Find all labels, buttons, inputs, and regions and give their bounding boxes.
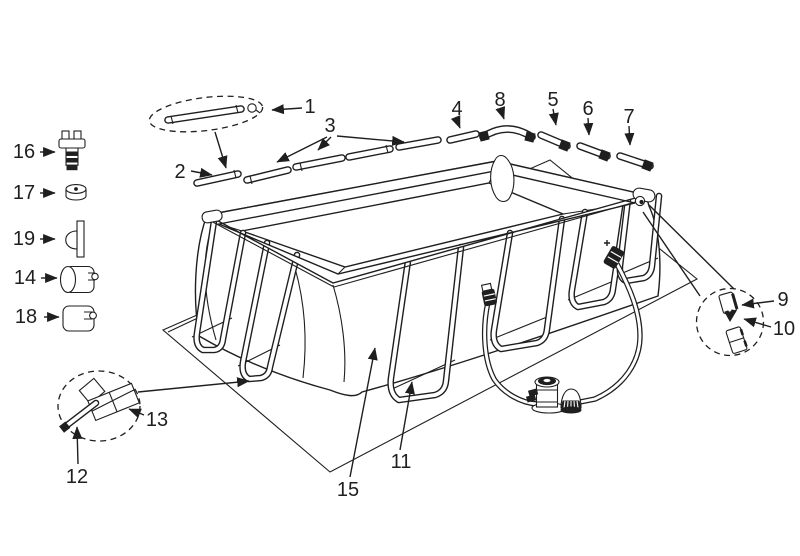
callout-12-label: 12 bbox=[66, 466, 88, 488]
callout-5-label: 5 bbox=[547, 89, 558, 111]
detail-oval-rail-pin bbox=[148, 95, 264, 133]
curved-rail-tube bbox=[478, 125, 536, 143]
part-air-valve bbox=[58, 130, 86, 171]
callout-19-label: 19 bbox=[13, 228, 35, 250]
part-sleeve-open bbox=[59, 265, 99, 294]
callout-18-label: 18 bbox=[15, 306, 37, 328]
plus-mark bbox=[604, 240, 610, 246]
callout-4-label: 4 bbox=[451, 98, 462, 120]
connector-sleeve bbox=[718, 291, 739, 314]
rail-corner-joint bbox=[201, 209, 223, 224]
callout-3-label: 3 bbox=[324, 115, 335, 137]
joint-sleeve bbox=[78, 377, 141, 422]
detail-circle-connectors bbox=[695, 287, 765, 357]
rail-pin bbox=[247, 103, 257, 113]
pool-top-rail-frame bbox=[201, 154, 656, 288]
callout-10-label: 10 bbox=[773, 318, 795, 340]
part-sleeve-cap bbox=[62, 305, 97, 332]
callout-17-label: 17 bbox=[13, 182, 35, 204]
top-rails bbox=[193, 125, 654, 187]
callout-leaders bbox=[40, 104, 775, 478]
callout-9-label: 9 bbox=[777, 289, 788, 311]
hose-connector bbox=[480, 282, 497, 307]
callout-16-label: 16 bbox=[13, 141, 35, 163]
callout-8-label: 8 bbox=[494, 89, 505, 111]
rail-tube bbox=[537, 131, 654, 172]
callout-6-label: 6 bbox=[582, 98, 593, 120]
callout-13-label: 13 bbox=[146, 409, 168, 431]
rail-tube bbox=[193, 130, 480, 187]
callout-1-label: 1 bbox=[304, 96, 315, 118]
detail-circle-joint bbox=[57, 370, 141, 442]
callout-14-label: 14 bbox=[14, 267, 36, 289]
corner-sleeve-bulge bbox=[490, 154, 515, 203]
callout-2-label: 2 bbox=[174, 161, 185, 183]
part-cap-plug bbox=[65, 184, 87, 201]
filter-pump bbox=[526, 376, 582, 414]
plumbing bbox=[480, 240, 643, 414]
part-bracket bbox=[65, 220, 85, 258]
callout-15-label: 15 bbox=[337, 479, 359, 501]
inlet-connector bbox=[603, 246, 624, 269]
callout-7-label: 7 bbox=[623, 106, 634, 128]
connector-clip bbox=[724, 309, 737, 322]
joint-pin bbox=[59, 399, 100, 433]
connector-sleeve bbox=[725, 326, 748, 354]
pool-liner bbox=[194, 160, 661, 397]
pump-motor bbox=[560, 388, 582, 414]
callout-11-label: 11 bbox=[391, 451, 412, 473]
